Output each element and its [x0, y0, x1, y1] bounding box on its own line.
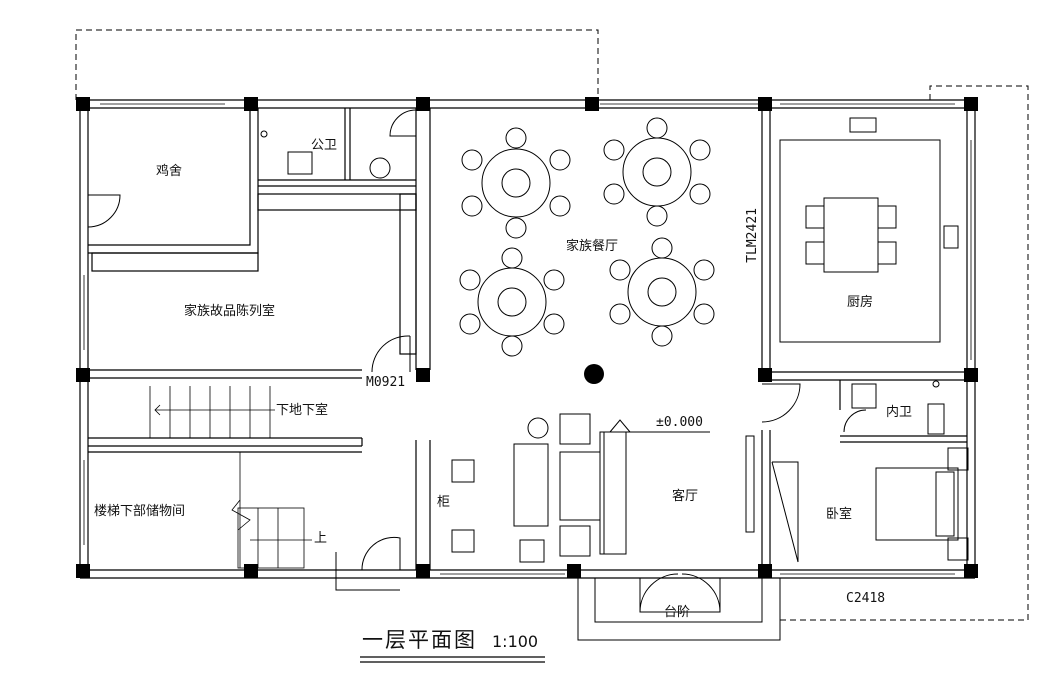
- stair-up-label: 上: [314, 531, 328, 546]
- room-label-steps: 台阶: [664, 605, 691, 620]
- exterior-walls: [79, 99, 976, 579]
- door-swings: [87, 109, 867, 613]
- kitchen-fixtures: [779, 117, 959, 343]
- dashed-outline: [75, 29, 1029, 621]
- front-steps: [577, 578, 781, 641]
- room-label-living-room: 客厅: [672, 489, 699, 504]
- room-label-heirloom-room: 家族故品陈列室: [184, 304, 276, 319]
- elevation-label: ±0.000: [656, 415, 703, 430]
- interior-walls: [88, 108, 975, 570]
- bedroom-furniture: [771, 447, 969, 563]
- dining-tables: [459, 117, 715, 357]
- room-label-family-dining: 家族餐厅: [566, 239, 619, 254]
- door-code-tlm2421: TLM2421: [745, 208, 760, 263]
- title-underline: [360, 656, 545, 663]
- door-code-m0921: M0921: [366, 375, 406, 390]
- room-label-chicken-coop: 鸡舍: [156, 164, 183, 179]
- living-room-furniture: [451, 413, 755, 563]
- window-code-c2418: C2418: [846, 591, 886, 606]
- elevation-marker: [609, 419, 710, 433]
- room-label-to-basement: 下地下室: [276, 403, 329, 418]
- drawing-title: 一层平面图: [362, 628, 477, 652]
- room-label-bedroom: 卧室: [826, 507, 853, 522]
- room-label-under-stair-storage: 楼梯下部储物间: [94, 504, 186, 519]
- room-label-inner-toilet: 内卫: [886, 405, 913, 420]
- toilet-fixtures: [260, 130, 945, 435]
- room-label-cabinet: 柜: [437, 495, 451, 510]
- room-label-public-toilet: 公卫: [311, 138, 338, 153]
- staircase: [149, 386, 312, 569]
- wall-columns: [76, 97, 978, 578]
- room-label-kitchen: 厨房: [847, 295, 874, 310]
- drawing-scale: 1:100: [492, 632, 539, 651]
